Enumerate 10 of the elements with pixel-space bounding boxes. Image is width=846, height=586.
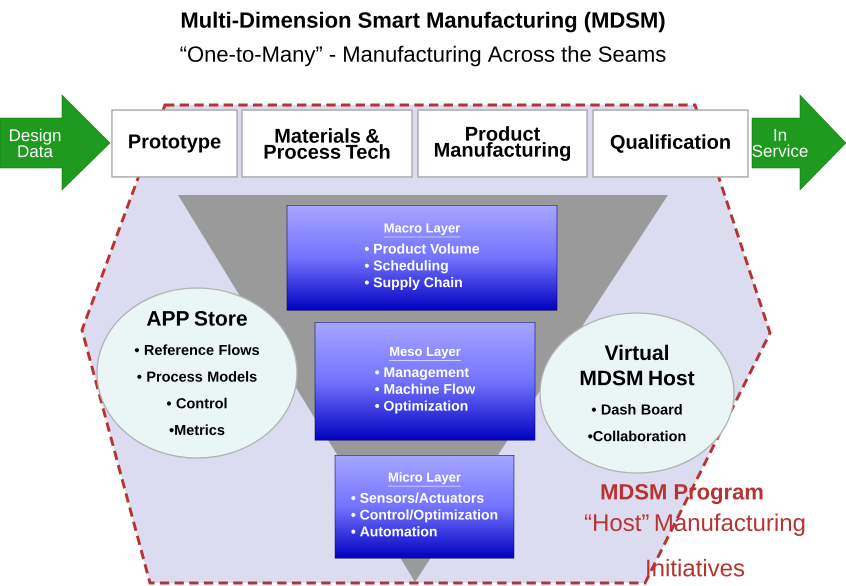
subtitle: “One-to-Many” - Manufacturing Across the Seams [180, 46, 666, 66]
process-box: Product Manufacturing [417, 109, 588, 178]
layer-box: Micro Layer • Sensors/Actuators • Control/Optimization • Automation [334, 455, 514, 558]
layer-box: Macro Layer • Product Volume • Scheduling • Supply Chain [286, 205, 558, 311]
process-box: Qualification [592, 109, 749, 178]
diagram-title: Multi-Dimension Smart Manufacturing (MDSM) [182, 12, 665, 32]
program-note: “Host” Manufacturing Initiatives [584, 514, 804, 576]
layer-box: Meso Layer • Management • Machine Flow • Optimization [314, 322, 536, 441]
process-box: Prototype [111, 109, 238, 178]
process-box: Materials & Process Tech [241, 109, 413, 178]
